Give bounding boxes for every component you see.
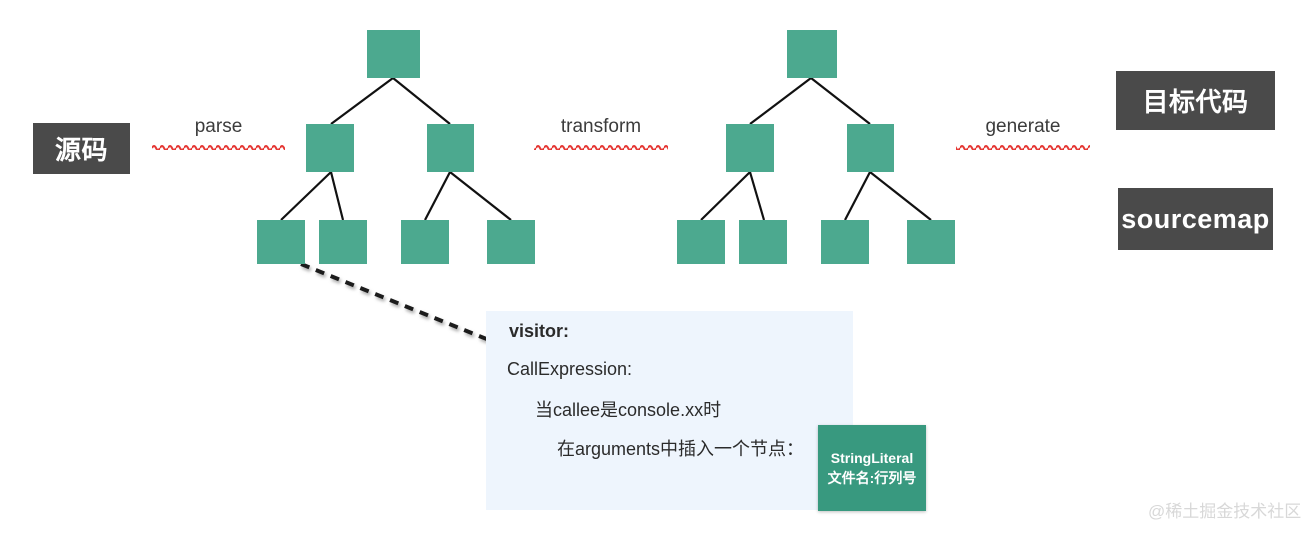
stage-label-generate: generate bbox=[956, 116, 1090, 138]
callout-visitor-text: visitor: bbox=[509, 321, 570, 341]
ast-node-root-right bbox=[787, 30, 837, 78]
sourcemap-label: sourcemap bbox=[1121, 203, 1270, 234]
generate-text: generate bbox=[985, 116, 1061, 137]
callout-callee-text: 当callee是console.xx时 bbox=[535, 400, 722, 420]
target-code-box: 目标代码 bbox=[1116, 71, 1275, 130]
dashed-connector bbox=[300, 262, 490, 342]
callout-line-visitor: visitor: bbox=[509, 321, 569, 342]
stage-label-parse: parse bbox=[152, 116, 285, 138]
string-literal-type: StringLiteral bbox=[830, 449, 914, 466]
transform-text: transform bbox=[560, 116, 642, 137]
string-literal-value: 文件名:行列号 bbox=[827, 470, 917, 486]
ast-node-mid-left-2 bbox=[427, 124, 474, 172]
source-code-label: 源码 bbox=[54, 135, 108, 165]
target-code-label: 目标代码 bbox=[1142, 87, 1249, 117]
watermark: @稀土掘金技术社区 bbox=[1148, 497, 1301, 522]
stage-label-transform: transform bbox=[534, 116, 668, 138]
ast-node-leaf-left-4 bbox=[487, 220, 535, 264]
ast-node-leaf-right-1 bbox=[677, 220, 725, 264]
sourcemap-box: sourcemap bbox=[1118, 188, 1273, 250]
ast-node-mid-right-2 bbox=[847, 124, 894, 172]
ast-node-mid-left-1 bbox=[306, 124, 354, 172]
string-literal-node: StringLiteral 文件名:行列号 bbox=[818, 425, 926, 511]
ast-node-mid-right-1 bbox=[726, 124, 774, 172]
ast-node-leaf-left-2 bbox=[319, 220, 367, 264]
watermark-text: @稀土掘金技术社区 bbox=[1148, 502, 1302, 521]
source-code-box: 源码 bbox=[33, 123, 130, 174]
callout-callexpression-text: CallExpression: bbox=[507, 359, 633, 379]
visitor-callout-panel bbox=[486, 311, 853, 510]
ast-node-leaf-right-2 bbox=[739, 220, 787, 264]
callout-line-insert-node: 在arguments中插入一个节点： bbox=[557, 435, 804, 461]
callout-insert-text: 在arguments中插入一个节点： bbox=[557, 439, 805, 459]
callout-line-callee-condition: 当callee是console.xx时 bbox=[535, 396, 721, 422]
ast-node-root-left bbox=[367, 30, 420, 78]
callout-line-callexpression: CallExpression: bbox=[507, 359, 632, 380]
ast-node-leaf-right-4 bbox=[907, 220, 955, 264]
ast-node-leaf-left-3 bbox=[401, 220, 449, 264]
parse-text: parse bbox=[194, 116, 243, 137]
ast-node-leaf-left-1 bbox=[257, 220, 305, 264]
ast-node-leaf-right-3 bbox=[821, 220, 869, 264]
